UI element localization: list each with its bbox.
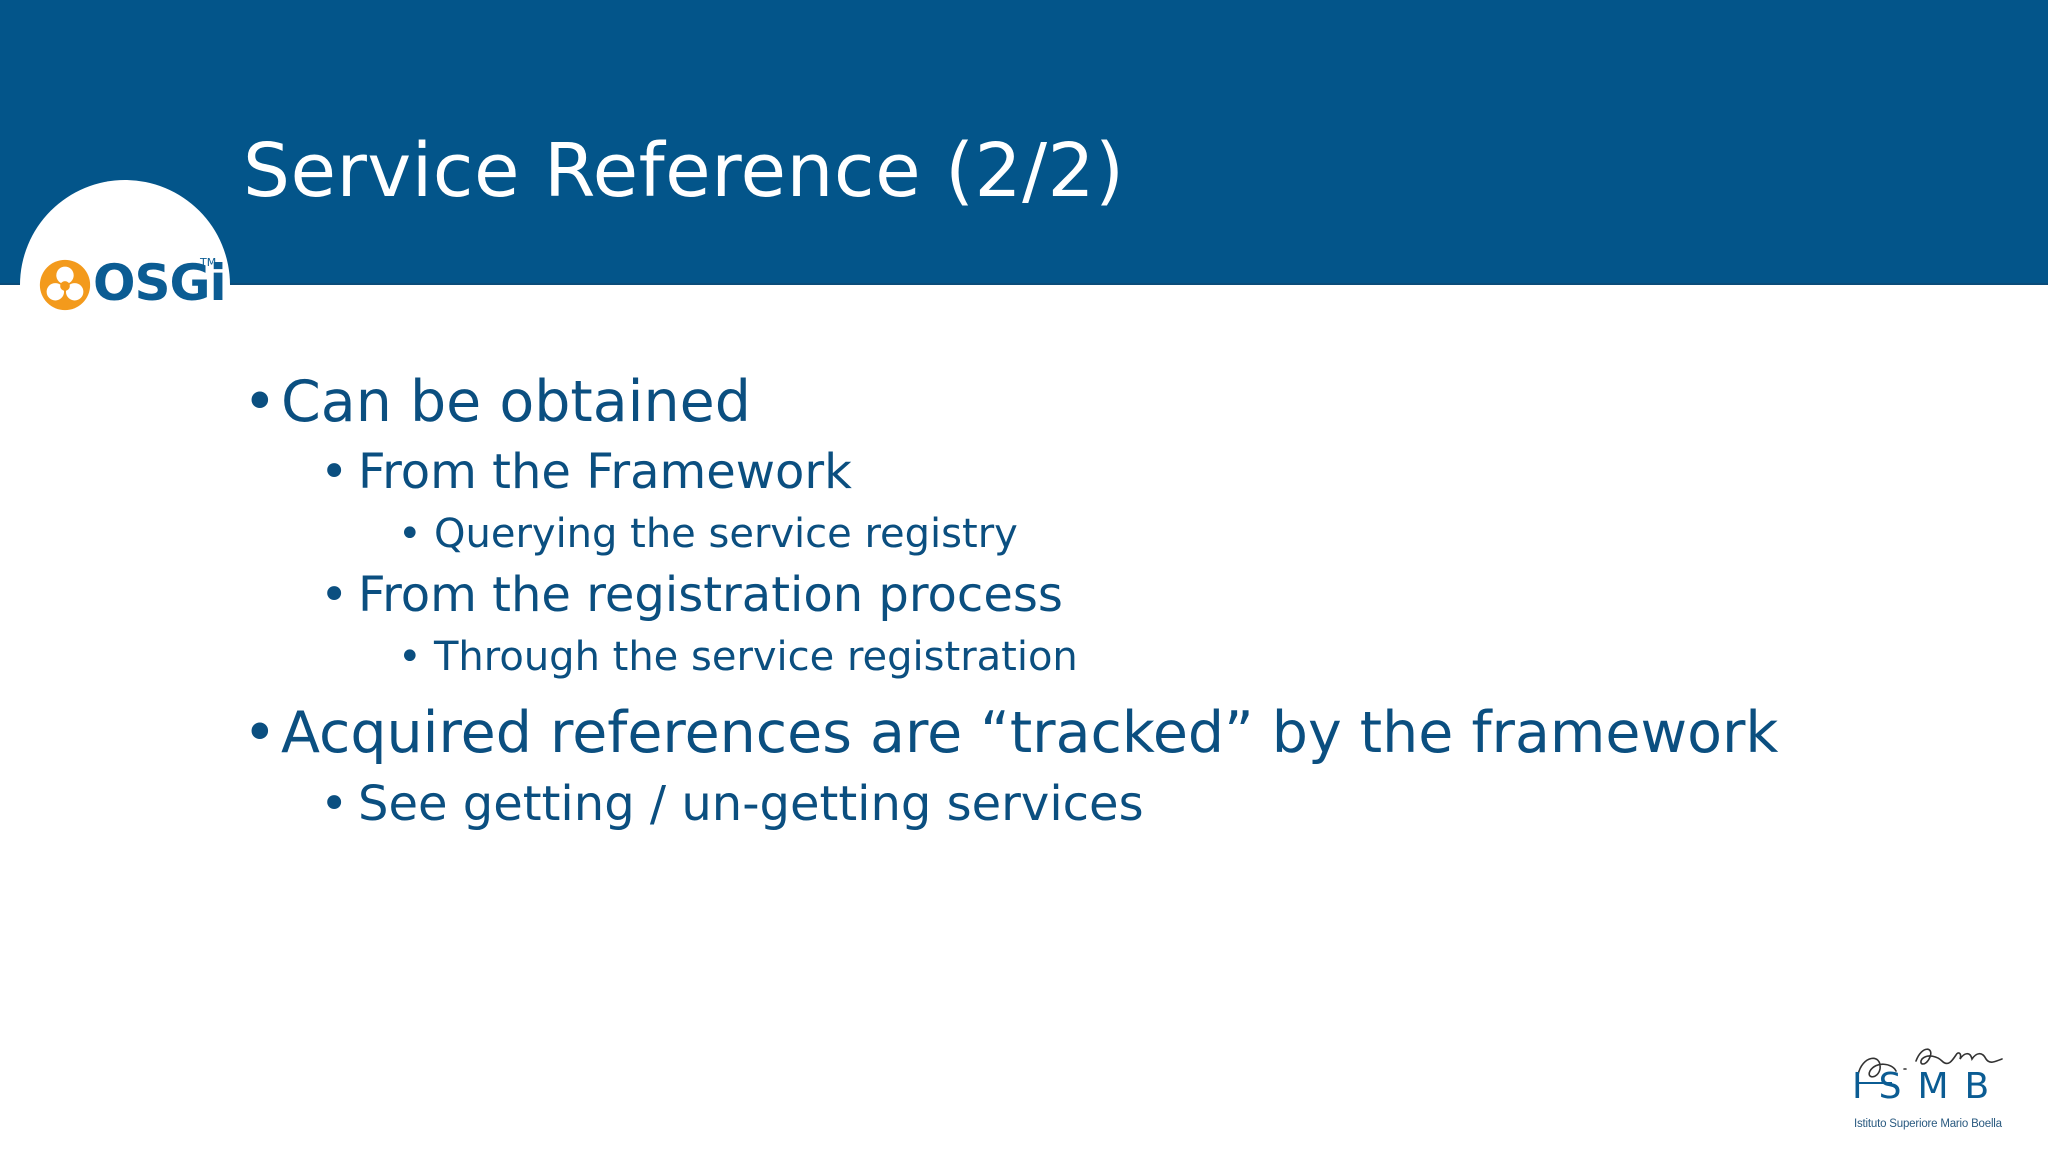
- bullet-item: •Can be obtained: [243, 374, 751, 431]
- bullet-text: Acquired references are “tracked” by the…: [281, 700, 1779, 766]
- header-band: [0, 0, 2048, 285]
- bullet-dot: •: [320, 567, 349, 623]
- bullet-dot: •: [243, 369, 277, 435]
- bullet-item: • Through the service registration: [398, 637, 1078, 677]
- slide-title: Service Reference (2/2): [243, 128, 1125, 214]
- ismb-caption: Istituto Superiore Mario Boella: [1854, 1118, 2002, 1130]
- bullet-text: Through the service registration: [434, 634, 1078, 680]
- ismb-letters: ISMB: [1852, 1066, 2006, 1107]
- bullet-dot: •: [243, 700, 277, 766]
- bullet-item: •Acquired references are “tracked” by th…: [243, 705, 1778, 762]
- bullet-dot: •: [320, 776, 349, 832]
- bullet-item: • Querying the service registry: [398, 514, 1018, 554]
- bullet-text: See getting / un-getting services: [358, 776, 1144, 832]
- bullet-item: •From the registration process: [320, 571, 1063, 619]
- osgi-logo-mark-icon: [39, 259, 91, 311]
- bullet-text: Querying the service registry: [434, 511, 1018, 557]
- bullet-item: •From the Framework: [320, 448, 852, 496]
- osgi-logo-tm: TM: [200, 256, 217, 269]
- bullet-text: Can be obtained: [281, 369, 751, 435]
- osgi-logo-text: OSGi: [93, 254, 227, 312]
- bullet-text: From the registration process: [358, 567, 1063, 623]
- bullet-dot: •: [398, 634, 422, 680]
- bullet-item: •See getting / un-getting services: [320, 780, 1144, 828]
- bullet-text: From the Framework: [358, 444, 852, 500]
- bullet-dot: •: [320, 444, 349, 500]
- bullet-dot: •: [398, 511, 422, 557]
- ismb-signature-icon: [1857, 1048, 2003, 1084]
